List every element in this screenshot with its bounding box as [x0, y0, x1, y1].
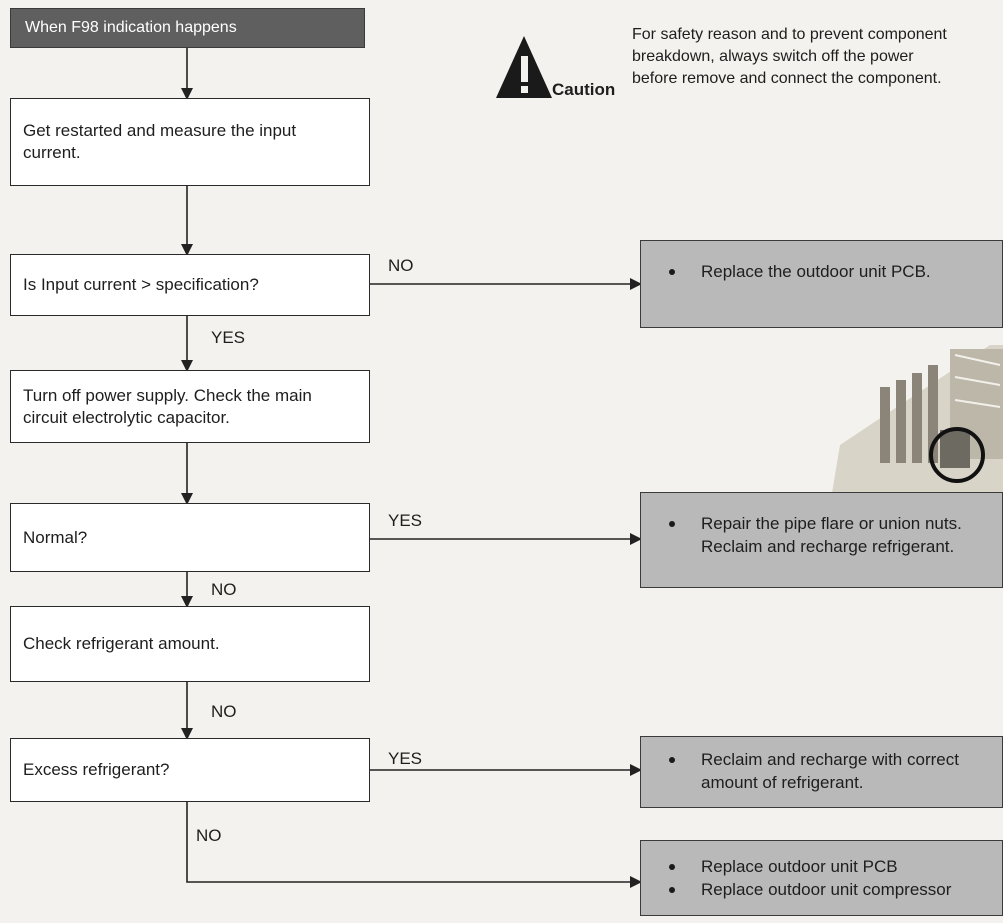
caution-notice: Caution [496, 34, 626, 104]
caution-icon [496, 36, 552, 98]
step-text: Check refrigerant amount. [23, 634, 220, 653]
arrow-step6-no [186, 802, 642, 888]
step-text: Normal? [23, 527, 88, 547]
action-replace-pcb-compressor: Replace outdoor unit PCB Replace outdoor… [640, 840, 1003, 916]
decision-normal: Normal? [10, 503, 370, 572]
action-reclaim-recharge: Reclaim and recharge with correct amount… [640, 736, 1003, 808]
start-header: When F98 indication happens [10, 8, 365, 48]
action-item: Replace outdoor unit compressor [641, 878, 1002, 901]
action-item: Replace the outdoor unit PCB. [641, 260, 1002, 283]
caution-line: before remove and connect the component. [632, 70, 942, 87]
step-check-capacitor: Turn off power supply. Check the main ci… [10, 370, 370, 443]
step-text: Excess refrigerant? [23, 760, 170, 779]
action-repair-pipe: Repair the pipe flare or union nuts. Rec… [640, 492, 1003, 588]
step-text: circuit electrolytic capacitor. [23, 407, 230, 427]
step-text: Is Input current > specification? [23, 275, 259, 294]
caution-word: Caution [552, 80, 616, 99]
caution-line: For safety reason and to prevent compone… [632, 26, 947, 43]
branch-label-no: NO [196, 826, 222, 845]
step-check-refrigerant: Check refrigerant amount. [10, 606, 370, 682]
step-measure-input-current: Get restarted and measure the input curr… [10, 98, 370, 186]
branch-label-no: NO [211, 580, 237, 599]
branch-label-no: NO [388, 256, 414, 275]
decision-input-current: Is Input current > specification? [10, 254, 370, 316]
action-item: Reclaim and recharge with correct [641, 748, 1002, 771]
action-item: Replace outdoor unit PCB [641, 855, 1002, 878]
decision-excess-refrigerant: Excess refrigerant? [10, 738, 370, 802]
branch-label-yes: YES [388, 749, 423, 768]
step-text: Get restarted and measure the input [23, 121, 297, 140]
caution-line: breakdown, always switch off the power [632, 48, 914, 65]
step-text: Turn off power supply. Check the main [23, 385, 312, 405]
branch-label-yes: YES [388, 511, 423, 530]
step-text: current. [23, 143, 81, 162]
action-item-cont: amount of refrigerant. [701, 773, 864, 792]
start-header-label: When F98 indication happens [25, 19, 237, 36]
caution-message: For safety reason and to prevent compone… [632, 24, 997, 90]
action-item-cont: Reclaim and recharge refrigerant. [701, 537, 955, 556]
branch-label-no: NO [211, 702, 237, 721]
action-item: Repair the pipe flare or union nuts. [641, 512, 1002, 535]
pcb-capacitor-photo [832, 345, 1003, 493]
branch-label-yes: YES [211, 328, 246, 347]
action-replace-pcb: Replace the outdoor unit PCB. [640, 240, 1003, 328]
